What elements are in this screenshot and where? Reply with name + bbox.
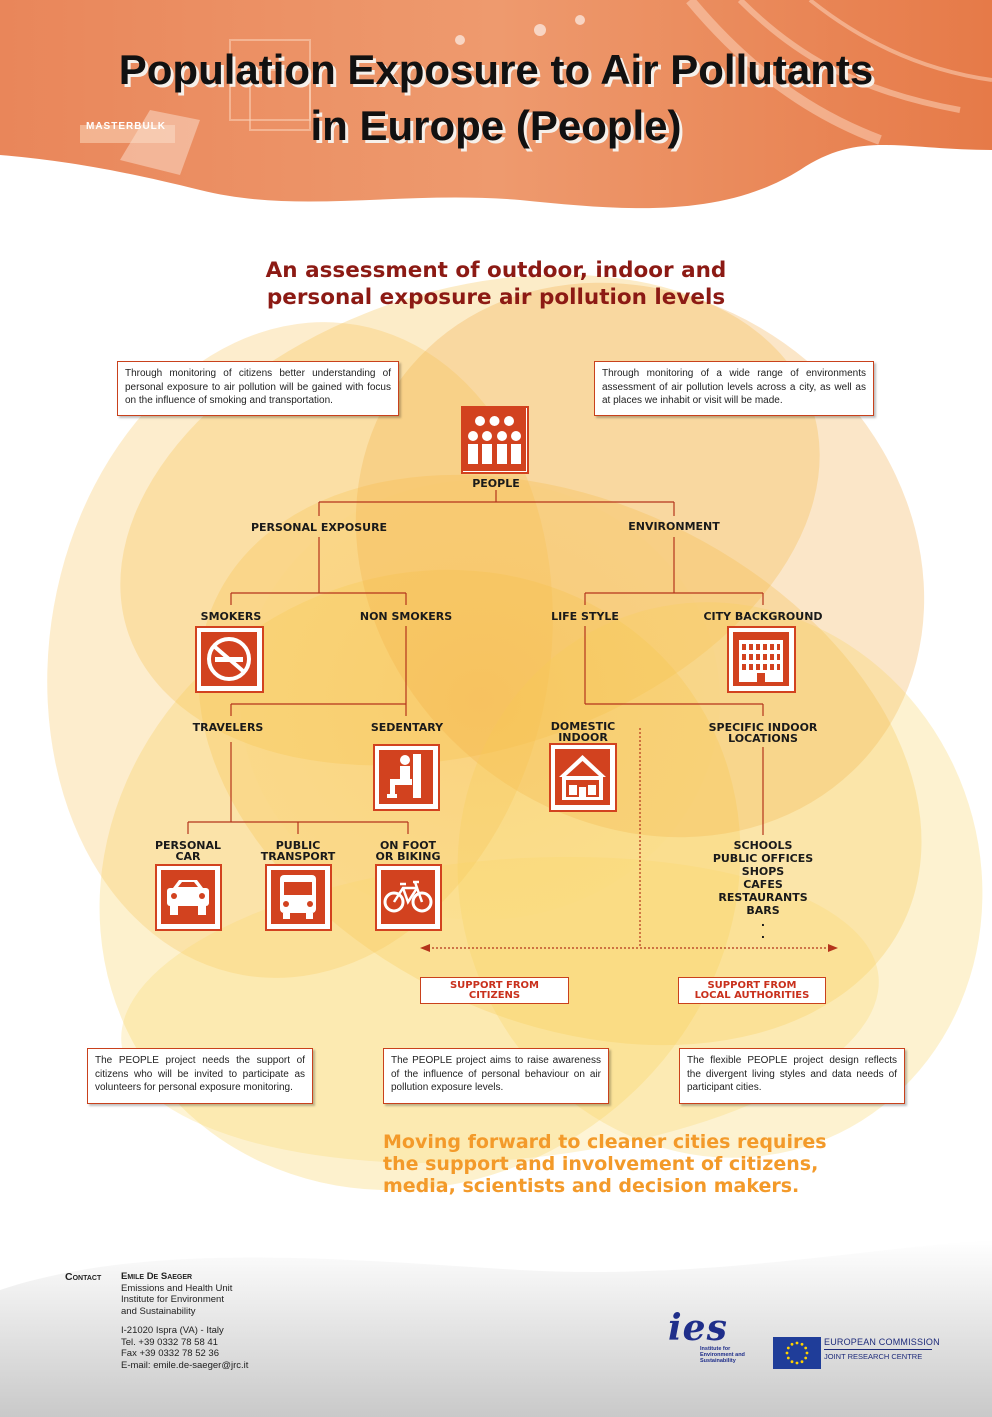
- subtitle-line2: personal exposure air pollution levels: [266, 285, 726, 310]
- note-bottom-right: The flexible PEOPLE project design refle…: [679, 1048, 905, 1104]
- contact-name: Emile De Saeger: [121, 1271, 193, 1282]
- contact-fax: Fax +39 0332 78 52 36: [121, 1348, 219, 1359]
- contact-address: I-21020 Ispra (VA) - Italy: [121, 1325, 224, 1336]
- note-top-right: Through monitoring of a wide range of en…: [594, 361, 874, 416]
- contact-unit: Emissions and Health Unit: [121, 1282, 233, 1294]
- support-authorities-line2: LOCAL AUTHORITIES: [694, 990, 810, 1001]
- contact-block: Emile De Saeger Emissions and Health Uni…: [121, 1271, 281, 1371]
- label-or-biking: OR BIKING: [375, 850, 441, 863]
- label-car: CAR: [175, 850, 201, 863]
- label-sedentary: SEDENTARY: [370, 721, 444, 734]
- list-item: RESTAURANTS: [718, 891, 808, 904]
- arrow-right: [828, 944, 838, 952]
- banner-sign: MASTERBULK: [86, 121, 166, 132]
- label-locations: LOCATIONS: [728, 732, 798, 745]
- contact-email[interactable]: E-mail: emile.de-saeger@jrc.it: [121, 1359, 249, 1371]
- locations-list: SCHOOLS PUBLIC OFFICES SHOPS CAFES RESTA…: [683, 839, 843, 941]
- ec-logo-text: EUROPEAN COMMISSION JOINT RESEARCH CENTR…: [824, 1337, 964, 1362]
- label-specific-indoor: SPECIFIC INDOOR: [708, 721, 818, 734]
- support-citizens-line2: CITIZENS: [468, 990, 521, 1001]
- sitting-person-icon: [373, 744, 440, 811]
- closing-line1: Moving forward to cleaner cities require…: [383, 1131, 827, 1153]
- list-item: .: [760, 916, 766, 929]
- ies-logo: ies Institute for Environment and Sustai…: [668, 1310, 748, 1376]
- dotted-connectors: [428, 728, 830, 949]
- label-smokers: SMOKERS: [200, 610, 262, 623]
- list-item: CAFES: [743, 878, 783, 891]
- eu-flag-icon: [773, 1337, 821, 1369]
- page-title-line2: in Europe (People): [310, 102, 682, 149]
- support-authorities-box: SUPPORT FROM LOCAL AUTHORITIES: [678, 977, 826, 1004]
- people-icon: [461, 406, 529, 474]
- closing-line2: the support and involvement of citizens,: [383, 1153, 819, 1175]
- contact-tel: Tel. +39 0332 78 58 41: [121, 1336, 218, 1348]
- label-personal-exposure: PERSONAL EXPOSURE: [250, 521, 388, 534]
- ec-line1: EUROPEAN COMMISSION: [824, 1337, 940, 1347]
- list-item: SHOPS: [741, 865, 785, 878]
- list-item: SCHOOLS: [733, 839, 793, 852]
- ec-line2: JOINT RESEARCH CENTRE: [824, 1352, 923, 1361]
- label-on-foot: ON FOOT: [379, 839, 437, 852]
- note-bottom-center: The PEOPLE project aims to raise awarene…: [383, 1048, 609, 1104]
- label-people: PEOPLE: [472, 477, 520, 490]
- label-city-background: CITY BACKGROUND: [703, 610, 823, 623]
- house-icon: [549, 743, 617, 812]
- note-top-left: Through monitoring of citizens better un…: [117, 361, 399, 416]
- bicycle-icon: [375, 864, 442, 931]
- list-item: .: [760, 928, 766, 941]
- support-citizens-line1: SUPPORT FROM: [449, 980, 540, 991]
- label-personal: PERSONAL: [154, 839, 222, 852]
- car-icon: [155, 864, 222, 931]
- building-icon: [727, 626, 796, 693]
- ies-logo-caption: Institute for Environment and Sustainabi…: [700, 1346, 745, 1364]
- label-transport: TRANSPORT: [260, 850, 336, 863]
- support-citizens-box: SUPPORT FROM CITIZENS: [420, 977, 569, 1004]
- label-indoor: INDOOR: [558, 731, 608, 744]
- label-domestic: DOMESTIC: [550, 720, 616, 733]
- arrow-left: [420, 944, 430, 952]
- list-item: BARS: [746, 904, 780, 917]
- note-bottom-left: The PEOPLE project needs the support of …: [87, 1048, 313, 1104]
- contact-label: Contact: [65, 1271, 102, 1283]
- closing-line3: media, scientists and decision makers.: [383, 1175, 800, 1197]
- banner-streaks: [80, 0, 992, 175]
- label-public: PUBLIC: [275, 839, 321, 852]
- label-travelers: TRAVELERS: [192, 721, 264, 734]
- footer-band: [0, 1240, 992, 1417]
- subtitle-line1: An assessment of outdoor, indoor and: [265, 258, 727, 283]
- label-environment: ENVIRONMENT: [628, 520, 720, 533]
- ies-logo-text: ies: [668, 1307, 728, 1349]
- page-title: Population Exposure to Air Pollutants: [118, 46, 874, 93]
- contact-institute-1: Institute for Environment: [121, 1294, 224, 1305]
- contact-institute-2: and Sustainability: [121, 1305, 196, 1317]
- tree-connectors: [187, 490, 764, 835]
- label-life-style: LIFE STYLE: [551, 610, 619, 623]
- list-item: PUBLIC OFFICES: [712, 852, 814, 865]
- label-non-smokers: NON SMOKERS: [359, 610, 453, 623]
- bus-icon: [265, 864, 332, 931]
- no-smoking-icon: [195, 626, 264, 693]
- support-authorities-line1: SUPPORT FROM: [707, 980, 797, 991]
